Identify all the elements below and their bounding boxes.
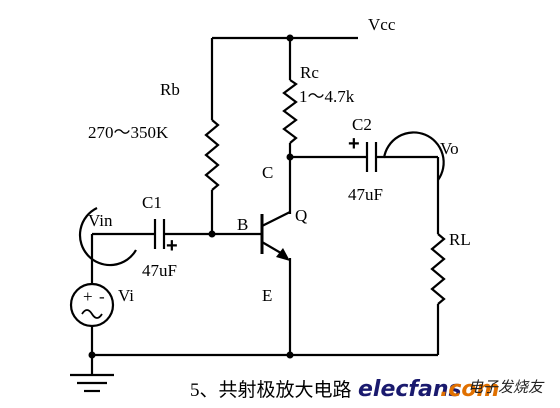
source-plus-sign: + bbox=[83, 287, 93, 306]
logo-cn-text: 电子发烧友 bbox=[468, 378, 545, 396]
c-node-label: C bbox=[262, 163, 273, 182]
vcc-label: Vcc bbox=[368, 15, 396, 34]
ground-junction-emitter-dot bbox=[286, 351, 294, 359]
c2-value: 47uF bbox=[348, 185, 383, 204]
sine-wave-icon bbox=[81, 309, 103, 319]
rl-resistor bbox=[430, 233, 446, 305]
emitter-arrow-icon bbox=[276, 248, 290, 261]
vin-probe-arc bbox=[78, 207, 137, 267]
rl-label: RL bbox=[449, 230, 471, 249]
rc-label: Rc bbox=[300, 63, 319, 82]
logo-text: elecfans bbox=[358, 377, 462, 402]
c1-label: C1 bbox=[142, 193, 162, 212]
q-label: Q bbox=[295, 206, 307, 225]
rb-label: Rb bbox=[160, 80, 180, 99]
rc-resistor bbox=[282, 79, 298, 144]
c2-plus-sign: + bbox=[348, 133, 360, 155]
b-node-label: B bbox=[237, 215, 248, 234]
c2-label: C2 bbox=[352, 115, 372, 134]
rb-value: 270～350K bbox=[88, 123, 169, 142]
elecfans-logo: elecfans .com 电子发烧友 bbox=[358, 377, 545, 402]
rc-value: 1～4.7k bbox=[299, 87, 355, 106]
logo-dotcom: .com bbox=[440, 377, 499, 402]
diagram-caption: 5、共射极放大电路 bbox=[190, 379, 352, 401]
c1-plus-sign: + bbox=[166, 235, 178, 257]
ground-icon bbox=[70, 373, 114, 393]
vo-label: Vo bbox=[440, 139, 459, 158]
vin-label: Vin bbox=[88, 211, 113, 230]
c1-value: 47uF bbox=[142, 261, 177, 280]
rb-resistor bbox=[204, 119, 220, 191]
source-minus-sign: - bbox=[99, 287, 105, 306]
vo-probe-arc bbox=[382, 131, 445, 181]
transistor-collector-lead bbox=[261, 211, 291, 227]
vi-label: Vi bbox=[118, 286, 134, 305]
e-node-label: E bbox=[262, 286, 272, 305]
